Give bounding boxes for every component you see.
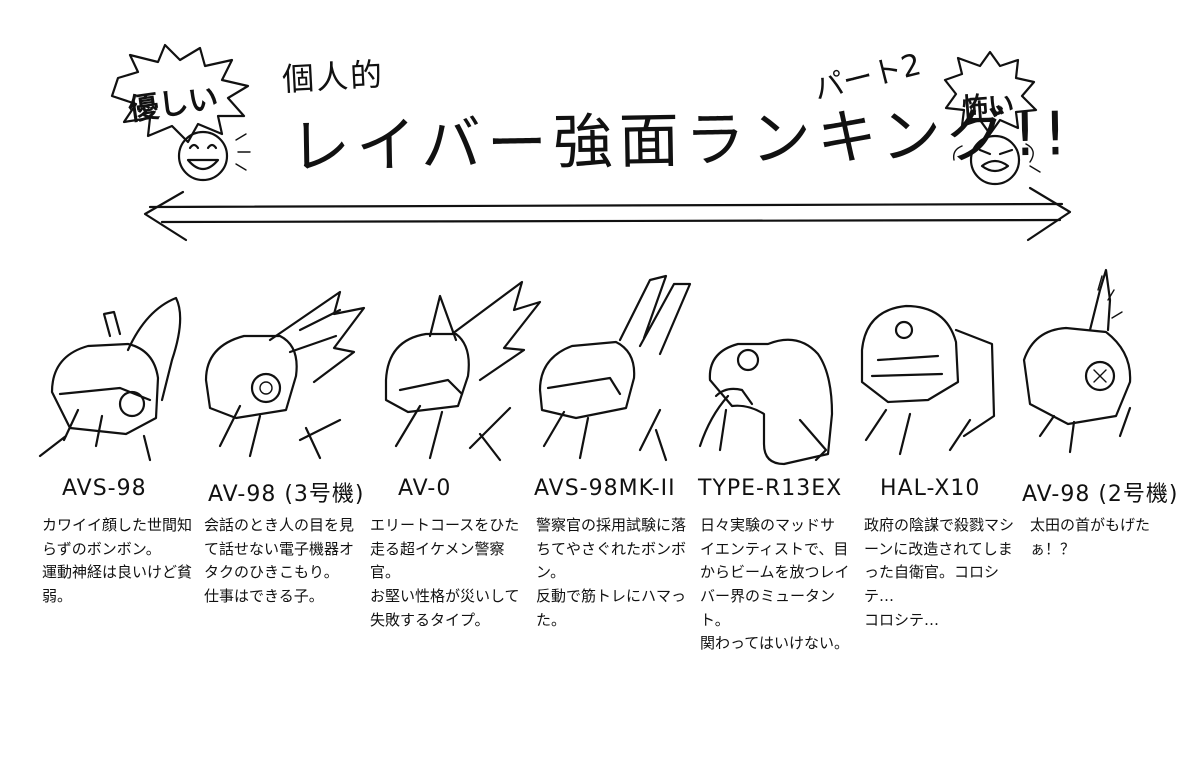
- title-subheading: 個人的: [281, 55, 386, 99]
- robot-description: カワイイ顔した世間知らずのボンボン。 運動神経は良いけど貧弱。: [42, 516, 193, 606]
- robot-head-avs98mk2: [538, 274, 692, 462]
- robot-head-type-r13ex: [698, 338, 834, 466]
- robot-description: 政府の陰謀で殺戮マシーンに改造されてしまった自衛官。コロシテ… コロシテ…: [864, 516, 1015, 629]
- robot-description: 太田の首がもげたぁ！？: [1030, 516, 1151, 558]
- smiling-face-icon: [177, 130, 251, 182]
- robot-description: エリートコースをひた走る超イケメン警察官。 お堅い性格が災いして失敗するタイプ。: [370, 516, 520, 629]
- robot-model-label: HAL-X10: [880, 476, 981, 501]
- robot-model-label: AVS-98MK-II: [534, 476, 676, 501]
- gentle-burst-icon: [110, 43, 250, 144]
- scale-arrow: [143, 186, 1072, 242]
- robot-model-label: AV-98 (2号機): [1022, 482, 1179, 507]
- robot-model-label: AV-0: [398, 476, 452, 501]
- robot-model-label: TYPE-R13EX: [698, 476, 843, 501]
- robot-description: 警察官の採用試験に落ちてやさぐれたボンボン。 反動で筋トレにハマった。: [536, 516, 687, 629]
- scared-face-icon: [952, 134, 1041, 186]
- robot-model-label: AV-98 (3号機): [208, 482, 365, 507]
- robot-head-av98-unit3: [204, 290, 366, 460]
- robot-description: 会話のとき人の目を見て話せない電子機器オタクのひきこもり。 仕事はできる子。: [204, 516, 355, 606]
- robot-description: 日々実験のマッドサイエンティストで、目からビームを放つレイバー界のミュータント。…: [700, 516, 850, 653]
- robot-head-av0: [384, 280, 542, 462]
- robot-head-avs98: [38, 296, 182, 462]
- robot-model-label: AVS-98: [62, 476, 147, 501]
- scary-label: 怖い: [961, 90, 1016, 124]
- robot-head-av98-unit2: [1022, 268, 1132, 454]
- scary-burst-icon: [943, 50, 1038, 136]
- page-title: レイバー強面ランキング!!: [289, 99, 1074, 183]
- robot-head-hal-x10: [860, 304, 996, 456]
